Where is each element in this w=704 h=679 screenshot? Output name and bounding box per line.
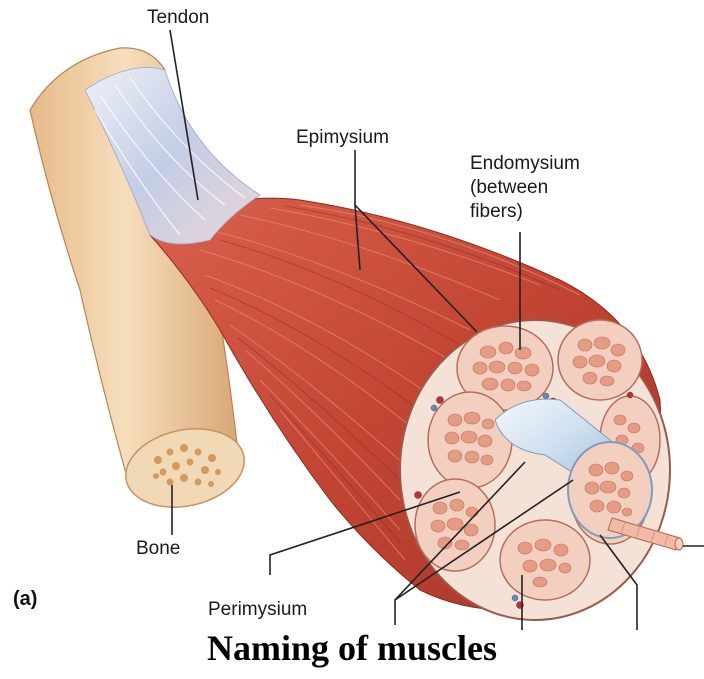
label-tendon: Tendon xyxy=(147,6,209,30)
label-bone: Bone xyxy=(136,537,180,561)
label-endomysium: Endomysium (between fibers) xyxy=(470,152,580,224)
panel-label: (a) xyxy=(13,588,37,611)
label-perimysium: Perimysium xyxy=(208,598,307,622)
muscle-cross-section xyxy=(400,320,683,620)
label-epimysium: Epimysium xyxy=(296,126,389,150)
caption: Naming of muscles xyxy=(0,626,704,670)
